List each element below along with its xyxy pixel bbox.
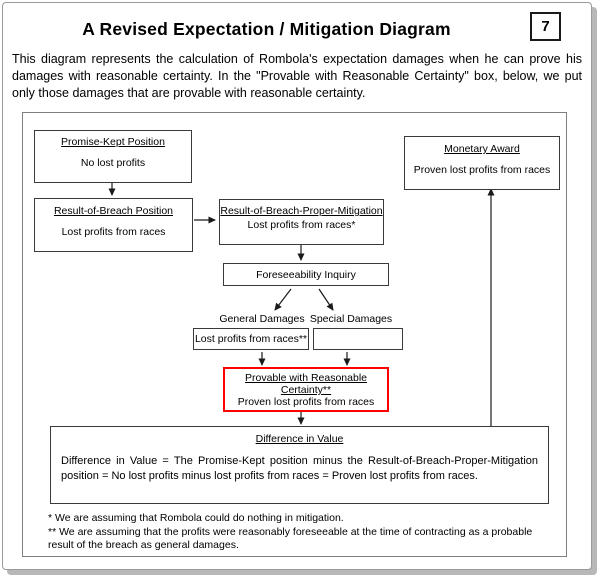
box-proper-mitigation-heading: Result-of-Breach-Proper-Mitigation <box>220 205 383 217</box>
arrow-foreseeability-to-general <box>274 288 292 311</box>
page-title: A Revised Expectation / Mitigation Diagr… <box>82 19 451 39</box>
box-difference-heading: Difference in Value <box>255 433 344 445</box>
footnote-2: ** We are assuming that the profits were… <box>48 525 533 552</box>
arrow-foreseeability-to-special <box>318 288 334 311</box>
box-result-of-breach: Result-of-Breach Position Lost profits f… <box>34 198 193 252</box>
box-general-damages: Lost profits from races** <box>193 328 309 350</box>
general-damages-label: General Damages <box>219 313 305 325</box>
box-promise-kept-heading: Promise-Kept Position <box>61 136 165 148</box>
box-proper-mitigation-body: Lost profits from races* <box>247 219 356 231</box>
box-monetary-award-heading: Monetary Award <box>444 143 520 155</box>
page-header: A Revised Expectation / Mitigation Diagr… <box>3 3 591 41</box>
diagram-canvas: Promise-Kept Position No lost profits Mo… <box>22 112 567 557</box>
box-proper-mitigation: Result-of-Breach-Proper-Mitigation Lost … <box>219 199 384 245</box>
footnote-1: * We are assuming that Rombola could do … <box>48 512 344 524</box>
box-promise-kept: Promise-Kept Position No lost profits <box>34 130 192 183</box>
box-difference-body: Difference in Value = The Promise-Kept p… <box>61 455 538 482</box>
box-special-damages <box>313 328 403 350</box>
box-provable-with-certainty: Provable with Reasonable Certainty** Pro… <box>223 367 389 412</box>
box-difference-in-value: Difference in Value Difference in Value … <box>50 426 549 504</box>
box-result-of-breach-heading: Result-of-Breach Position <box>53 205 174 217</box>
box-result-of-breach-body: Lost profits from races <box>61 226 166 238</box>
intro-paragraph: This diagram represents the calculation … <box>12 52 582 100</box>
box-monetary-award-body: Proven lost profits from races <box>413 164 551 176</box>
box-foreseeability: Foreseeability Inquiry <box>223 263 389 286</box>
special-damages-label: Special Damages <box>309 313 393 325</box>
box-monetary-award: Monetary Award Proven lost profits from … <box>404 136 560 190</box>
box-promise-kept-body: No lost profits <box>80 157 146 169</box>
box-provable-body: Proven lost profits from races <box>237 396 375 408</box>
page-number-badge: 7 <box>530 12 561 41</box>
box-general-damages-body: Lost profits from races** <box>194 333 308 345</box>
box-foreseeability-label: Foreseeability Inquiry <box>256 268 356 281</box>
box-provable-heading: Provable with Reasonable Certainty** <box>245 372 367 396</box>
document-page: A Revised Expectation / Mitigation Diagr… <box>2 2 592 570</box>
footnotes: * We are assuming that Rombola could do … <box>48 512 556 553</box>
